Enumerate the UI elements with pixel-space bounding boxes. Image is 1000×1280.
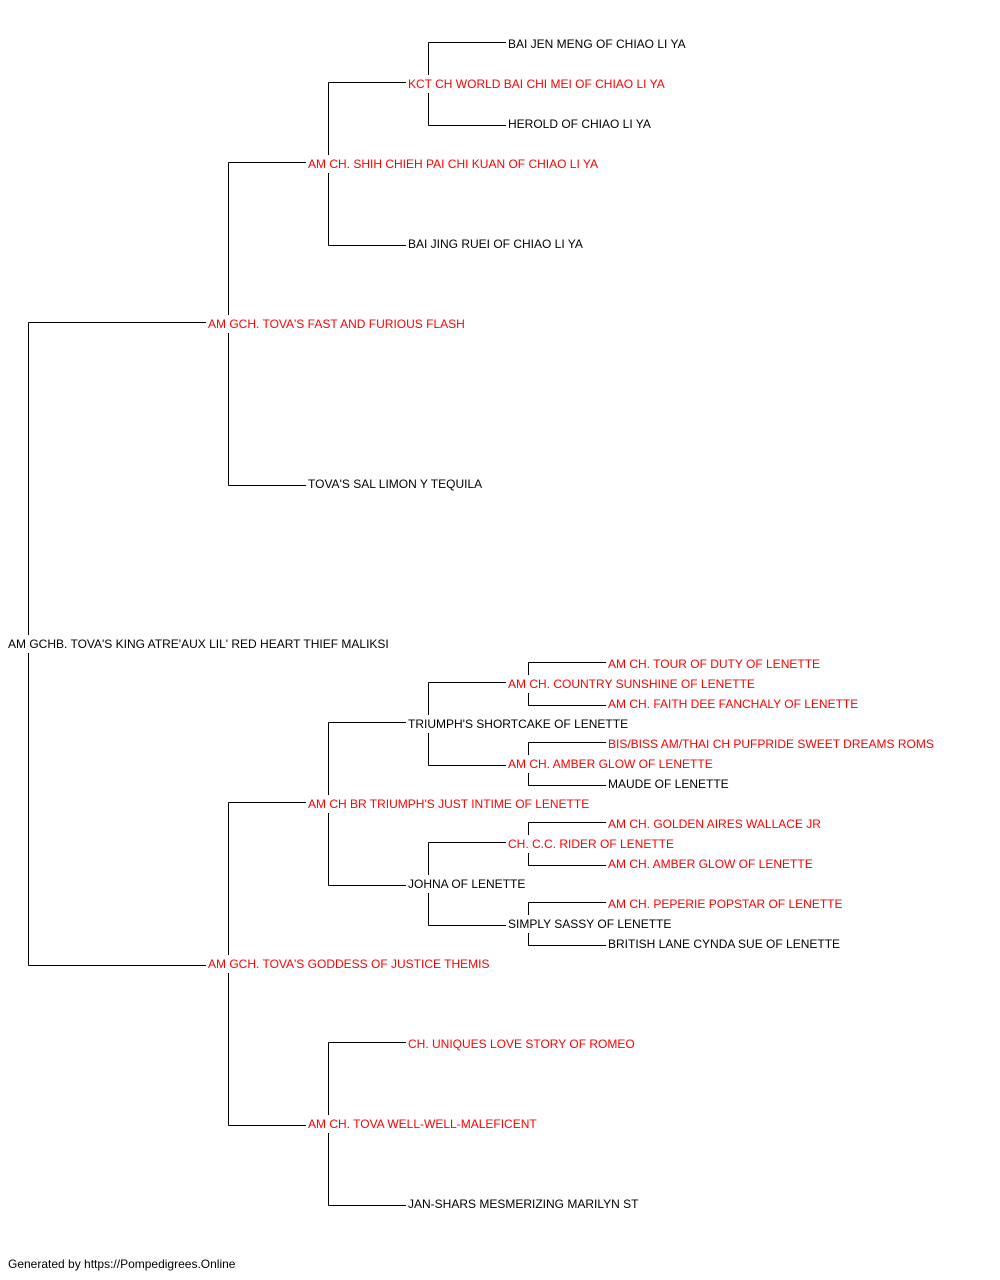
dam-sire-dam-name: JOHNA OF LENETTE [408,877,526,891]
dam-sire-sire-dam-dam-name: MAUDE OF LENETTE [608,777,729,791]
dam-sire-dam-sire-dam-name: AM CH. AMBER GLOW OF LENETTE [608,857,813,871]
dam-sire-sire-sire-sire-name: AM CH. TOUR OF DUTY OF LENETTE [608,657,821,671]
dam-dam-sire-name: CH. UNIQUES LOVE STORY OF ROMEO [408,1037,635,1051]
sire-sire-sire-sire-name: BAI JEN MENG OF CHIAO LI YA [508,37,686,51]
dam-dam-dam-name: JAN-SHARS MESMERIZING MARILYN ST [408,1197,639,1211]
dam-sire-sire-sire-dam-name: AM CH. FAITH DEE FANCHALY OF LENETTE [608,697,859,711]
sire-name: AM GCH. TOVA'S FAST AND FURIOUS FLASH [208,317,465,331]
dam-sire-sire-dam-sire-name: BIS/BISS AM/THAI CH PUFPRIDE SWEET DREAM… [608,737,934,751]
subject-dog-name: AM GCHB. TOVA'S KING ATRE'AUX LIL' RED H… [8,637,389,651]
sire-sire-dam-name: BAI JING RUEI OF CHIAO LI YA [408,237,583,251]
dam-sire-name: AM CH BR TRIUMPH'S JUST INTIME OF LENETT… [308,797,590,811]
sire-sire-name: AM CH. SHIH CHIEH PAI CHI KUAN OF CHIAO … [308,157,599,171]
dam-sire-dam-sire-sire-name: AM CH. GOLDEN AIRES WALLACE JR [608,817,821,831]
dam-sire-sire-name: TRIUMPH'S SHORTCAKE OF LENETTE [408,717,629,731]
dam-name: AM GCH. TOVA'S GODDESS OF JUSTICE THEMIS [208,957,490,971]
dam-dam-name: AM CH. TOVA WELL-WELL-MALEFICENT [308,1117,537,1131]
dam-sire-sire-dam-name: AM CH. AMBER GLOW OF LENETTE [508,757,713,771]
dam-sire-dam-dam-sire-name: AM CH. PEPERIE POPSTAR OF LENETTE [608,897,843,911]
dam-sire-dam-dam-name: SIMPLY SASSY OF LENETTE [508,917,672,931]
sire-sire-sire-name: KCT CH WORLD BAI CHI MEI OF CHIAO LI YA [408,77,665,91]
sire-dam-name: TOVA'S SAL LIMON Y TEQUILA [308,477,483,491]
dam-sire-dam-dam-dam-name: BRITISH LANE CYNDA SUE OF LENETTE [608,937,841,951]
dam-sire-dam-sire-name: CH. C.C. RIDER OF LENETTE [508,837,675,851]
dam-sire-sire-sire-name: AM CH. COUNTRY SUNSHINE OF LENETTE [508,677,755,691]
sire-sire-sire-dam-name: HEROLD OF CHIAO LI YA [508,117,651,131]
generated-by-footer: Generated by https://Pompedigrees.Online [8,1257,236,1271]
